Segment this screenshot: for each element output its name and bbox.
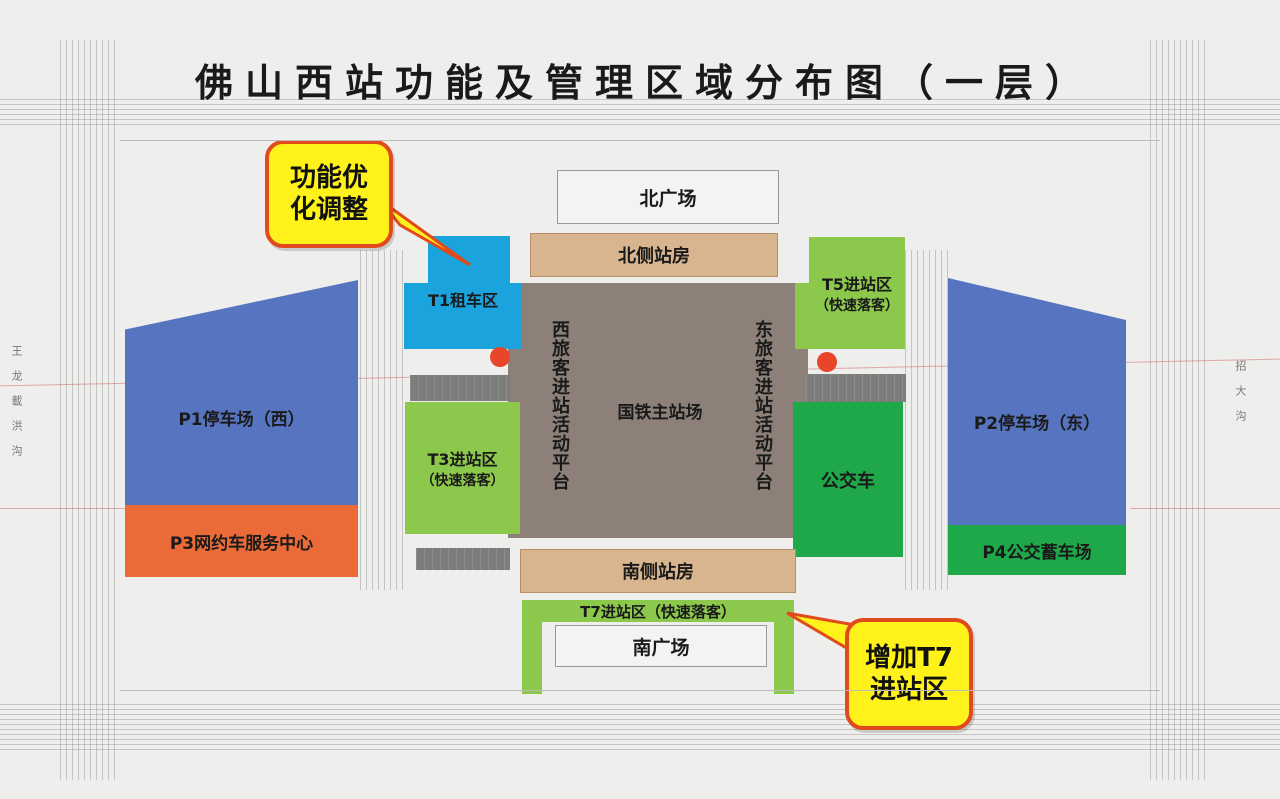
west-platform: 西旅客进站活动平台 [545,305,573,505]
red-guide-line [1130,508,1280,509]
north-plaza: 北广场 [557,170,779,224]
north-station-building-label: 北侧站房 [618,246,690,267]
south-plaza: 南广场 [555,625,767,667]
t1-rental-zone: T1租车区 [404,283,522,349]
west-dropoff-lane [410,375,510,401]
east-platform: 东旅客进站活动平台 [748,305,776,505]
p2-east-parking: P2停车场（东） [948,278,1126,525]
p4-label: P4公交蓄车场 [982,542,1092,563]
main-station-label: 国铁主站场 [617,402,703,423]
south-plaza-label: 南广场 [632,636,690,659]
east-marker-icon [817,352,837,372]
callout-top-line1: 功能优 [289,162,368,193]
main-station: 国铁主站场 [590,395,730,425]
east-road [1150,40,1210,780]
south-west-lane [416,548,510,570]
bus-zone: 公交车 [793,402,903,557]
north-plaza-label: 北广场 [639,187,697,210]
p3-ridehailing-center: P3网约车服务中心 [125,505,358,577]
east-road-label: 招大沟 [1234,360,1247,435]
bus-label: 公交车 [821,470,875,492]
t5-entry-zone: T5进站区 （快速落客） [809,237,905,349]
north-road [0,95,1280,125]
red-guide-line [0,508,130,509]
t7-label: T7进站区（快速落客） [580,602,736,621]
t7-entry-zone: T7进站区（快速落客） [522,600,794,622]
t7-entry-zone-east-arm [774,622,794,694]
boundary-line [120,140,1160,141]
south-road [0,700,1280,750]
t5-title: T5进站区 [821,275,893,294]
boundary-line [120,690,1160,691]
p4-bus-depot: P4公交蓄车场 [948,525,1126,575]
t7-entry-zone-west-arm [522,622,542,694]
map-title: 佛山西站功能及管理区域分布图（一层） [195,61,1096,105]
west-road-label: 王龙載洪沟 [10,345,23,470]
p2-label: P2停车场（东） [973,414,1101,434]
west-road [60,40,120,780]
t3-entry-zone: T3进站区 （快速落客） [405,402,520,534]
callout-top-line2: 化调整 [289,195,368,225]
callout-add-t7: 增加T7 进站区 [845,618,973,730]
north-station-building: 北侧站房 [530,233,778,277]
main-station-area [508,283,808,538]
east-dropoff-lane [806,374,906,402]
t5-entry-zone-extension [795,283,811,349]
callout-bottom-line1: 增加T7 [865,642,953,673]
p1-west-parking: P1停车场（西） [125,280,358,505]
west-marker-icon [490,347,510,367]
south-station-building: 南侧站房 [520,549,796,593]
t5-subtitle: （快速落客） [815,298,899,314]
east-platform-label: 东旅客进站活动平台 [752,319,773,491]
t3-subtitle: （快速落客） [420,473,505,489]
p3-label: P3网约车服务中心 [169,533,314,554]
callout-function-optimization: 功能优 化调整 [265,140,393,248]
t3-title: T3进站区 [427,450,498,469]
south-station-building-label: 南侧站房 [622,562,694,583]
west-platform-label: 西旅客进站活动平台 [549,319,570,491]
west-inner-road [360,250,405,590]
east-inner-road [905,250,950,590]
t1-label: T1租车区 [427,291,499,310]
p1-label: P1停车场（西） [178,410,305,430]
